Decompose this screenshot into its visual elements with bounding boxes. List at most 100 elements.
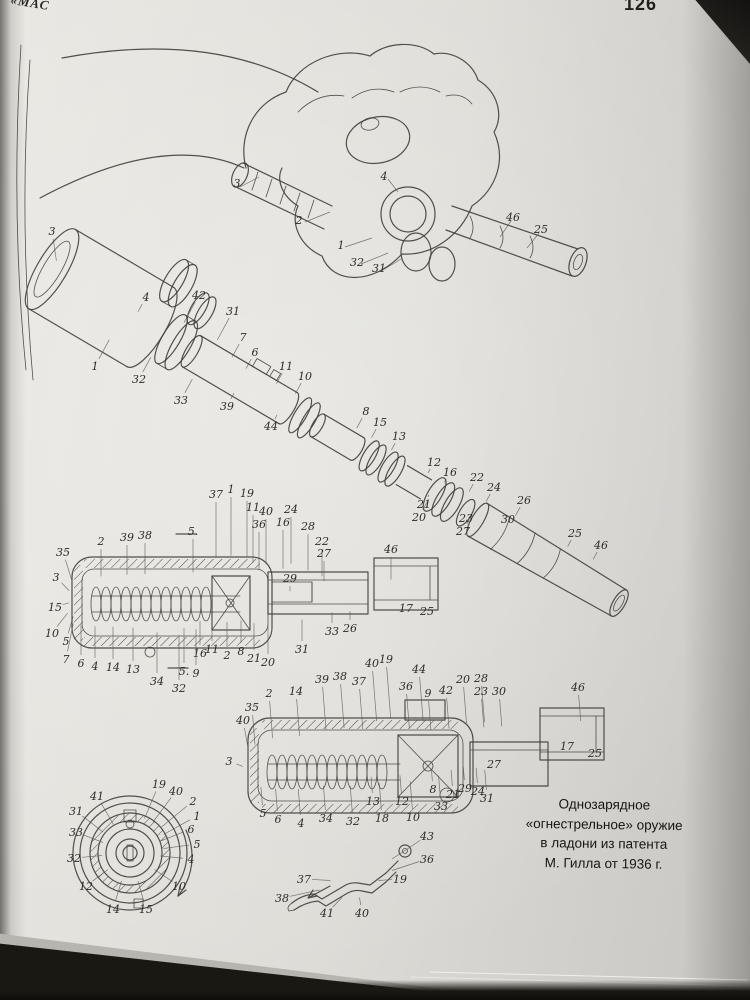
part-number-label: 14 <box>106 661 120 674</box>
part-number-label: 30 <box>492 685 506 698</box>
part-number-label: 13 <box>126 663 140 676</box>
part-number-label: 5. <box>188 525 199 538</box>
part-number-label: 22 <box>314 535 329 548</box>
part-number-label: 10 <box>298 370 312 383</box>
part-number-label: 28 <box>300 520 315 533</box>
part-number-label: 4 <box>91 660 99 673</box>
part-number-label: 3 <box>234 177 241 190</box>
part-number-label: 14 <box>106 903 120 916</box>
part-number-label: 4 <box>142 291 150 304</box>
part-number-label: 32 <box>132 373 146 386</box>
fig-hand-grip-art <box>39 43 588 282</box>
part-number-label: 33 <box>69 826 83 839</box>
part-number-label: 40 <box>235 714 250 727</box>
part-number-label: 5 <box>260 807 267 820</box>
part-number-label: 16 <box>443 466 457 479</box>
part-number-label: 25 <box>567 527 582 540</box>
part-number-label: 11 <box>205 643 219 656</box>
part-number-label: 13 <box>392 430 406 443</box>
part-number-label: 2 <box>223 649 231 662</box>
figure-caption: Однозарядное «огнестрельное» оружие в ла… <box>502 794 705 875</box>
part-number-label: 35 <box>245 701 259 714</box>
spring-section <box>90 586 212 622</box>
part-number-label: 7 <box>63 653 70 666</box>
part-number-label: 44 <box>263 420 278 433</box>
part-number-label: 23 <box>473 685 488 698</box>
part-number-label: 26 <box>342 622 357 635</box>
part-number-label: 18 <box>375 812 389 825</box>
part-number-label: 10 <box>172 880 186 893</box>
part-number-label: 46 <box>505 211 520 224</box>
part-number-label: 21 <box>445 788 460 801</box>
part-number-label: 29 <box>282 572 297 585</box>
part-number-label: 32 <box>346 815 360 828</box>
part-number-label: 42 <box>191 289 206 302</box>
part-number-label: 16 <box>276 516 290 529</box>
part-number-label: 39 <box>120 531 134 544</box>
part-number-label: 42 <box>438 684 453 697</box>
part-number-label: 2 <box>97 535 105 548</box>
part-number-label: 27 <box>316 547 331 560</box>
part-number-label: 22 <box>469 471 484 484</box>
part-number-label: 16 <box>193 647 207 660</box>
part-number-label: 25 <box>419 605 434 618</box>
part-number-label: 17 <box>399 602 413 615</box>
part-number-label: 31 <box>226 305 240 318</box>
part-number-label: 15 <box>139 903 153 916</box>
part-number-label: 2 <box>295 214 303 227</box>
part-number-label: 15 <box>373 416 387 429</box>
part-number-label: 20 <box>260 656 275 669</box>
part-number-label: 10 <box>45 627 59 640</box>
part-number-label: 46 <box>593 539 608 552</box>
part-number-label: 11 <box>246 501 260 514</box>
caption-line: «огнестрельное» оружие <box>525 815 683 833</box>
part-number-label: 40 <box>364 657 379 670</box>
part-number-label: 33 <box>325 625 339 638</box>
part-number-label: 24 <box>470 785 485 798</box>
part-number-label: 7 <box>240 331 247 344</box>
part-number-label: 21 <box>246 652 261 665</box>
part-number-label: 38 <box>333 670 347 683</box>
part-number-label: 19 <box>379 653 393 666</box>
part-number-label: 19 <box>393 873 407 886</box>
part-number-label: 33 <box>434 800 448 813</box>
part-number-label: 19 <box>152 778 166 791</box>
part-number-label: 2 <box>189 795 197 808</box>
part-number-label: 17 <box>560 740 574 753</box>
part-number-label: 32 <box>172 682 186 695</box>
part-number-label: 4 <box>187 853 195 866</box>
part-number-label: 38 <box>275 892 289 905</box>
part-number-label: 5 <box>63 635 70 648</box>
part-number-label: 27 <box>455 525 470 538</box>
part-number-label: 20 <box>455 673 470 686</box>
part-number-label: 12 <box>395 795 409 808</box>
part-number-label: 31 <box>372 262 386 275</box>
spring-section <box>266 754 388 790</box>
part-number-label: 32 <box>67 852 81 865</box>
part-number-label: 27 <box>486 758 501 771</box>
part-number-label: 24 <box>283 503 298 516</box>
part-number-label: 6 <box>252 346 259 359</box>
part-number-label: 10 <box>406 811 420 824</box>
part-number-label: 31 <box>69 805 83 818</box>
part-number-label: 31 <box>480 792 494 805</box>
part-number-label: 15 <box>48 601 62 614</box>
part-number-label: 30 <box>501 513 515 526</box>
part-number-label: 46 <box>383 543 398 556</box>
part-number-label: 46 <box>570 681 585 694</box>
part-number-label: 13 <box>366 795 380 808</box>
part-number-label: 39 <box>315 673 329 686</box>
part-number-label: 6 <box>275 813 282 826</box>
part-number-label: 4 <box>380 170 388 183</box>
part-number-label: 36 <box>252 518 266 531</box>
part-number-label: 11 <box>279 360 293 373</box>
fig-end-view-art <box>72 795 193 911</box>
page-gutter-shading <box>0 0 26 1000</box>
part-number-label: 41 <box>89 790 104 803</box>
